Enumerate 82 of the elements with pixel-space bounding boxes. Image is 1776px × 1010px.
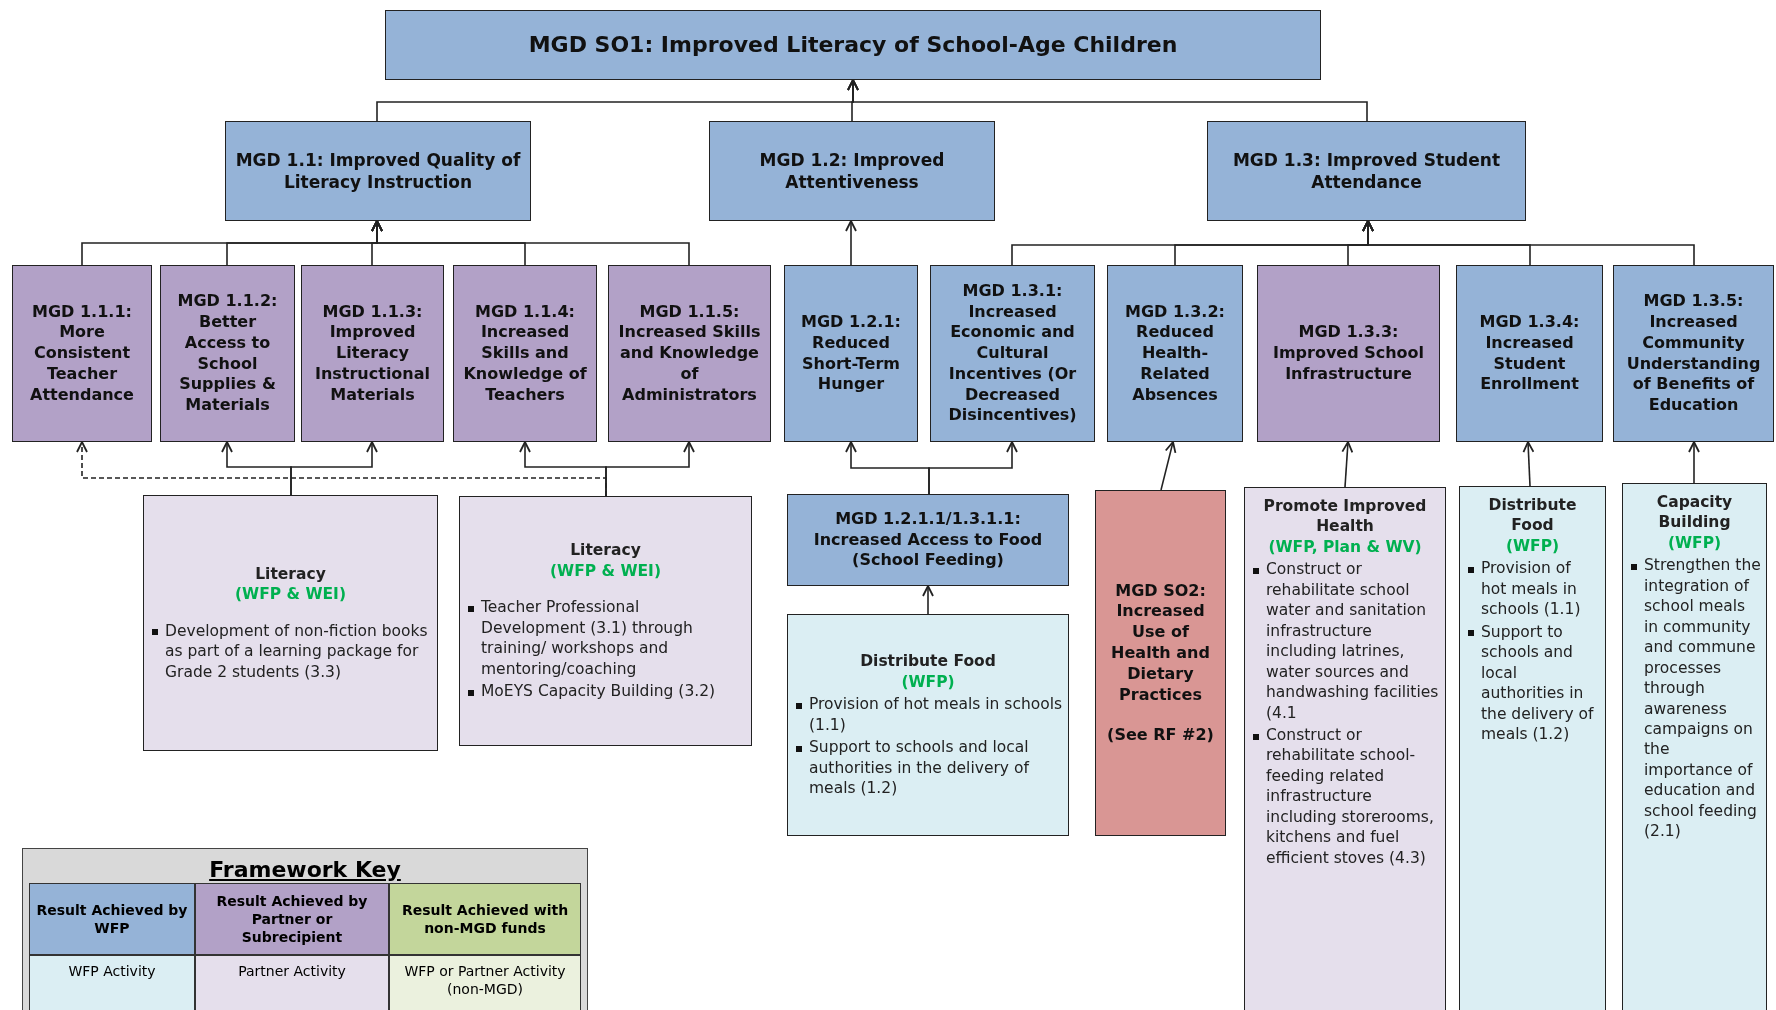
result-box <box>12 265 152 442</box>
result-box <box>453 265 597 442</box>
result-title: MGD 1.2.1: Reduced Short-Term Hunger <box>800 311 902 396</box>
bullet-text: Support to schools and local authorities in the delivery of meals (1.2) <box>809 738 1029 798</box>
legend-cell: Result Achieved by WFP <box>29 883 195 955</box>
legend-cell: WFP or Partner Activity (non-MGD) <box>389 955 581 1010</box>
result-box <box>301 265 444 442</box>
arrow <box>1522 441 1535 487</box>
result-title: MGD 1.1.1: More Consistent Teacher Attendance <box>29 301 135 406</box>
result-box <box>784 265 918 442</box>
bullet-text: Provision of hot meals in schools (1.1) <box>809 695 1063 734</box>
result-box <box>385 10 1321 80</box>
arrow <box>922 585 934 615</box>
result-box <box>1257 265 1440 442</box>
bullet-text: Construct or rehabilitate school-feeding related infrastructure including storerooms, kitchens and fuel efficient stoves (4.3) <box>1266 726 1434 867</box>
result-box <box>1613 265 1774 442</box>
partner-label: (WFP) <box>901 671 955 693</box>
bullet-text: Teacher Professional Development (3.1) through training/ workshops and mentoring/coaching <box>481 598 693 678</box>
activity-title: Promote Improved Health <box>1262 496 1428 537</box>
result-title: MGD 1.3.4: Increased Student Enrollment <box>1478 311 1581 396</box>
arrow <box>847 79 1368 122</box>
partner-label: (WFP, Plan & WV) <box>1268 536 1422 558</box>
reference-note: (See RF #2) <box>1107 724 1214 746</box>
result-box <box>225 121 531 221</box>
result-title: MGD 1.1.5: Increased Skills and Knowledge of Administrators <box>617 301 762 406</box>
arrow <box>1688 441 1700 484</box>
legend-cell: Result Achieved with non-MGD funds <box>389 883 581 955</box>
activity-box <box>459 496 752 746</box>
arrow <box>1160 441 1177 491</box>
activity-title: Distribute Food <box>1487 495 1578 536</box>
result-title: MGD 1.1: Improved Quality of Literacy Instruction <box>234 148 522 194</box>
bullet-text: Construct or rehabilitate school water and sanitation infrastructure including latrines, water sources and handwashing facilities (4.1 <box>1266 560 1439 722</box>
outcome-box <box>1095 490 1226 836</box>
result-box <box>930 265 1095 442</box>
result-box <box>1207 121 1526 221</box>
activity-box <box>143 495 438 751</box>
activity-title: Capacity Building <box>1655 492 1734 533</box>
result-box <box>160 265 295 442</box>
bullet-text: MoEYS Capacity Building (3.2) <box>481 682 716 701</box>
activity-box <box>1244 487 1446 1010</box>
partner-label: (WFP) <box>1667 532 1722 554</box>
result-title: MGD SO2: Increased Use of Health and Dietary Practices <box>1110 580 1211 706</box>
activity-title: Distribute Food <box>860 651 996 672</box>
result-title: MGD 1.3.5: Increased Community Understanding of Benefits of Education <box>1625 291 1762 416</box>
activity-box <box>1622 483 1767 1010</box>
activity-title: Literacy <box>570 540 641 561</box>
legend-cell: Partner Activity <box>195 955 389 1010</box>
arrow <box>928 441 1018 495</box>
arrow <box>1341 441 1354 488</box>
result-title: MGD 1.1.3: Improved Literacy Instructional Materials <box>313 301 432 406</box>
result-title: MGD SO1: Improved Literacy of School-Age Children <box>528 30 1178 59</box>
bullet-text: Strengthen the integration of school meals in community and commune processes through awareness campaigns on the importance of education and school feeding (2.1) <box>1644 556 1761 841</box>
activity-box <box>1459 486 1606 1010</box>
dashed-arrow <box>76 441 607 497</box>
result-title: MGD 1.2: Improved Attentiveness <box>758 148 946 194</box>
result-title: MGD 1.3.1: Increased Economic and Cultural Incentives (Or Decreased Disincentives) <box>947 280 1078 427</box>
partner-label: (WFP) <box>1505 535 1560 557</box>
result-title: MGD 1.1.2: Better Access to School Supplies & Materials <box>176 291 279 416</box>
activity-box <box>787 614 1069 836</box>
result-title: MGD 1.3.2: Reduced Health-Related Absences <box>1124 301 1226 406</box>
arrow <box>371 220 690 266</box>
result-title: MGD 1.3: Improved Student Attendance <box>1231 148 1502 194</box>
result-box <box>787 494 1069 586</box>
partner-label: (WFP & WEI) <box>235 584 346 605</box>
result-title: MGD 1.3.3: Improved School Infrastructure <box>1271 322 1426 385</box>
bullet-text: Development of non-fiction books as part of a learning package for Grade 2 students (3.3) <box>165 621 428 681</box>
arrow <box>845 220 857 266</box>
result-box <box>1456 265 1603 442</box>
activity-title: Literacy <box>255 563 326 585</box>
legend-cell: WFP Activity <box>29 955 195 1010</box>
arrow <box>1362 220 1695 266</box>
result-box <box>608 265 771 442</box>
arrow <box>290 441 378 496</box>
result-title: MGD 1.2.1.1/1.3.1.1: Increased Access to Food (School Feeding) <box>812 508 1044 572</box>
result-box <box>709 121 995 221</box>
result-title: MGD 1.1.4: Increased Skills and Knowledge of Teachers <box>462 301 588 406</box>
result-box <box>1107 265 1243 442</box>
legend-cell: Result Achieved by Partner or Subrecipient <box>195 883 389 955</box>
key-title: Framework Key <box>209 857 401 882</box>
bullet-text: Support to schools and local authorities in the delivery of meals (1.2) <box>1481 622 1594 743</box>
partner-label: (WFP & WEI) <box>550 560 661 582</box>
bullet-text: Provision of hot meals in schools (1.1) <box>1481 559 1581 619</box>
